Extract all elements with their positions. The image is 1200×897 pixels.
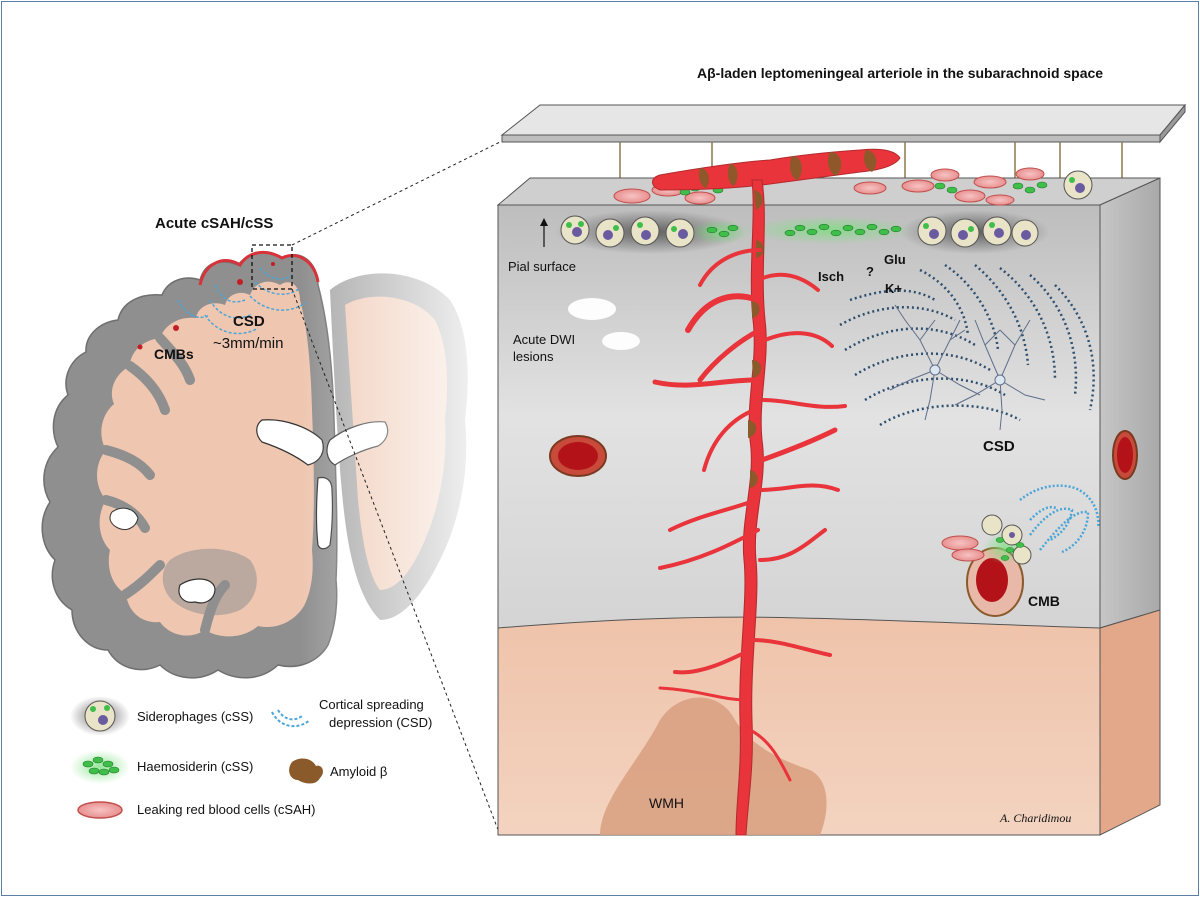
cmb-dot-3: [137, 344, 143, 350]
brain-csd-waves: [177, 267, 307, 335]
haemosiderin-legend-icon: [70, 750, 130, 784]
dwi-lesion-1: [568, 298, 616, 320]
pial-surface-label: Pial surface: [508, 259, 576, 274]
arachnoid-plate-side: [1159, 103, 1186, 144]
legend-siderophages: Siderophages (cSS): [137, 709, 254, 724]
arachnoid-plate: [501, 134, 1161, 143]
penetrating-arteriole: [735, 179, 767, 836]
dwi-label-line2: lesions: [513, 349, 554, 364]
block-side-white: [1099, 609, 1161, 836]
cmb-dot-1: [237, 279, 243, 285]
brain-header: Acute cSAH/cSS: [155, 215, 274, 232]
zoom-line-bottom: [291, 288, 501, 836]
legend-haemosiderin: Haemosiderin (cSS): [137, 759, 254, 774]
question-label: ?: [866, 264, 874, 279]
brain-coronal-section: [41, 141, 501, 836]
dwi-label-line1: Acute DWI: [513, 332, 576, 347]
vessel-cross-section-right: [1112, 430, 1138, 480]
amyloid-legend-icon: [289, 758, 323, 784]
glu-label: Glu: [884, 252, 906, 267]
arachnoid-plate-top: [500, 104, 1187, 136]
figure-title: Aβ-laden leptomeningeal arteriole in the…: [697, 65, 1104, 81]
legend-amyloid: Amyloid β: [330, 764, 388, 779]
wmh-lesion: [600, 697, 827, 835]
legend-icons: [70, 696, 323, 819]
pial-layer: [555, 170, 1093, 254]
cmb-cluster: [941, 484, 1100, 617]
cmb-dot-2: [173, 325, 179, 331]
vessel-cross-section-left: [549, 435, 607, 477]
siderophage-legend-icon: [70, 696, 130, 736]
brain-cmbs-label: CMBs: [154, 346, 194, 362]
legend-csd-line2: depression (CSD): [329, 715, 433, 730]
surface-haemosiderin: [679, 181, 1048, 196]
arteriole-branches: [652, 248, 847, 782]
pial-arrow: [540, 218, 548, 247]
wmh-label: WMH: [649, 795, 684, 811]
brain-csd-speed: ~3mm/min: [213, 335, 284, 352]
insula-cavity: [109, 507, 139, 531]
block-top: [496, 177, 1161, 206]
csd-waves: [839, 263, 1095, 427]
block-side-gray: [1099, 177, 1161, 629]
arteriole-amyloid: [698, 150, 877, 188]
left-hemisphere-white-matter: [97, 281, 314, 637]
penetrating-amyloid: [748, 190, 764, 488]
tissue-block: [496, 103, 1187, 836]
dwi-lesion-2: [602, 332, 640, 350]
legend-rbc: Leaking red blood cells (cSAH): [137, 802, 316, 817]
legend-csd-line1: Cortical spreading: [319, 697, 424, 712]
rbc-legend-icon: [77, 801, 123, 819]
csd-label: CSD: [983, 438, 1015, 455]
zoom-line-top: [291, 141, 501, 246]
brain-csd-label: CSD: [233, 313, 265, 330]
isch-label: Isch: [818, 269, 845, 284]
cmb-label: CMB: [1028, 593, 1060, 609]
siderophage-cells: [560, 170, 1093, 248]
csd-legend-icon: [271, 709, 311, 728]
cmb-dot-4: [271, 262, 275, 266]
signature: A. Charidimou: [1000, 811, 1072, 825]
k-plus-label: K+: [885, 281, 902, 296]
neurons: [889, 304, 1046, 431]
small-cavity: [178, 578, 216, 604]
csah-rim: [198, 250, 320, 286]
